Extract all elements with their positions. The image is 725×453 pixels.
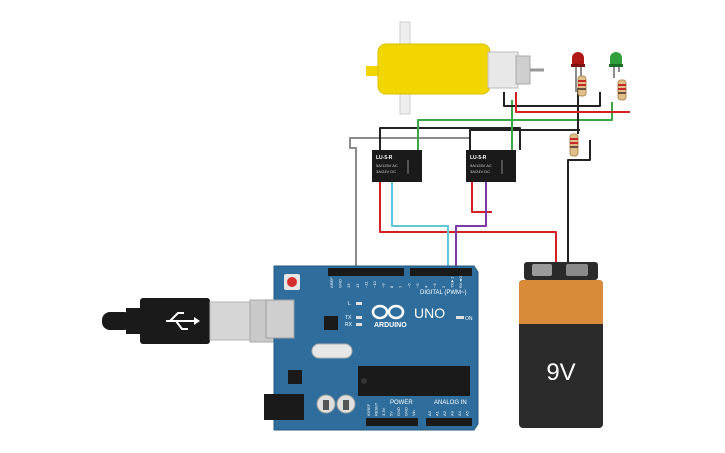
analog-pin-label-2: A2 [442, 410, 447, 416]
digital-pin-label-6: ~9 [381, 283, 386, 288]
power-pin-label-5: GND [404, 407, 409, 416]
resistor-1[interactable] [577, 75, 587, 97]
pin-label-rx: RX [345, 322, 353, 328]
analog-pin-label-1: A1 [435, 410, 440, 416]
battery-label: 9V [546, 359, 575, 386]
analog-pin-label-5: A5 [465, 410, 470, 416]
digital-pin-label-4: ~11 [363, 281, 368, 288]
analog-label: ANALOG IN [434, 400, 467, 406]
wire-red-battery-2[interactable] [471, 178, 492, 213]
wire-black-relay-link[interactable] [379, 127, 521, 150]
battery-terminal-positive[interactable] [566, 264, 588, 276]
power-pin-label-6: Vin [411, 410, 416, 416]
power-pin-label-3: 5V [389, 411, 394, 416]
header-right[interactable] [410, 268, 472, 276]
digital-pin-label-10: ~5 [415, 283, 420, 288]
pin-label-on: ON [465, 316, 473, 322]
usb-icon [166, 312, 200, 330]
analog-pin-label-4: A4 [457, 410, 462, 416]
battery-9v[interactable]: 9V [519, 262, 603, 428]
power-pin-label-0: IOREF [366, 403, 371, 416]
battery-terminal-negative[interactable] [532, 264, 552, 276]
digital-pin-label-14: TX►1 [449, 276, 454, 288]
relay-1[interactable]: LU-5-R 5A/125V AC 3A/24V DC [372, 150, 422, 182]
model-name: UNO [414, 305, 445, 321]
pin-label-tx: TX [345, 315, 352, 321]
analog-pin-label-3: A3 [450, 410, 455, 416]
relay-1-rating-ac: 5A/125V AC [376, 163, 398, 168]
header-power[interactable] [366, 418, 418, 426]
power-pin-label-4: GND [396, 407, 401, 416]
digital-pin-label-0: AREF [329, 277, 334, 288]
relay-2-rating-ac: 5A/125V AC [470, 163, 492, 168]
header-left[interactable] [328, 268, 404, 276]
digital-pin-label-11: 4 [424, 285, 429, 288]
digital-pin-label-3: 12 [355, 283, 360, 288]
digital-pin-label-7: 8 [389, 285, 394, 288]
digital-pin-label-1: GND [338, 279, 343, 288]
wire-black-motor[interactable] [503, 92, 601, 107]
wire-cyan[interactable] [391, 178, 449, 272]
power-pin-label-1: RESET [374, 402, 379, 416]
relay-2-model: LU-5-R [470, 155, 487, 161]
digital-pin-label-15: RX◄0 [458, 275, 463, 288]
gear-motor[interactable] [366, 21, 544, 115]
digital-pin-label-9: ~6 [406, 283, 411, 288]
header-analog[interactable] [426, 418, 472, 426]
usb-cable[interactable] [102, 298, 293, 344]
microcontroller-chip [358, 366, 470, 396]
brand-name: ARDUINO [374, 322, 407, 329]
relay-2-rating-dc: 3A/24V DC [470, 169, 490, 174]
wire-black-battery-2[interactable] [567, 140, 591, 263]
led-green[interactable] [609, 52, 623, 78]
power-label: POWER [390, 400, 413, 406]
pin-label-l: L [348, 301, 351, 307]
digital-label: DIGITAL (PWM~) [420, 290, 467, 296]
relay-1-rating-dc: 3A/24V DC [376, 169, 396, 174]
wire-red-battery-1[interactable] [379, 178, 557, 263]
power-jack[interactable] [264, 394, 304, 420]
digital-pin-label-12: ~3 [432, 283, 437, 288]
digital-pin-label-13: 2 [441, 285, 446, 288]
relay-1-model: LU-5-R [376, 155, 393, 161]
wire-red-motor[interactable] [515, 92, 630, 113]
resistor-2[interactable] [617, 79, 627, 101]
relay-2[interactable]: LU-5-R 5A/125V AC 3A/24V DC [466, 150, 516, 182]
digital-pin-label-8: 7 [398, 285, 403, 288]
analog-pin-label-0: A0 [427, 410, 432, 416]
power-pin-label-2: 3.3V [381, 407, 386, 416]
wire-purple[interactable] [455, 178, 487, 272]
arduino-logo [371, 304, 405, 320]
resistor-3[interactable] [569, 133, 579, 157]
digital-pin-label-2: 13 [346, 283, 351, 288]
digital-pin-label-5: ~10 [372, 280, 377, 288]
